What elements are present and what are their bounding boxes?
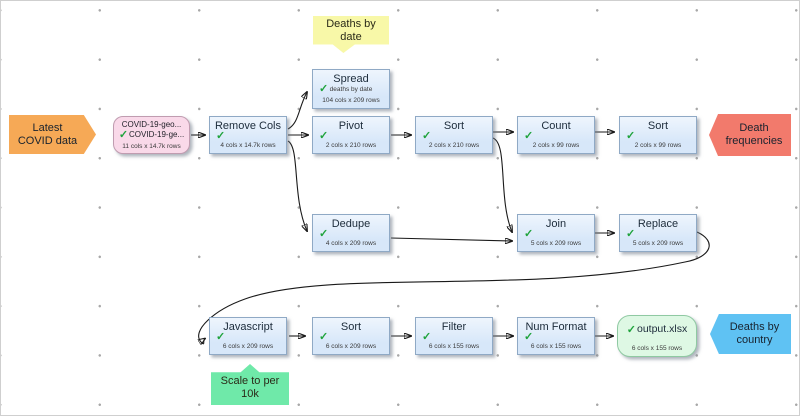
check-icon: ✓	[319, 331, 329, 343]
node-dedupe[interactable]: ✓ Dedupe 4 cols x 209 rows	[312, 214, 390, 252]
node-title: Javascript	[223, 321, 273, 333]
node-title: Sort	[443, 120, 465, 132]
source-file-1: COVID-19-geo...	[121, 120, 182, 129]
node-replace[interactable]: ✓ Replace 5 cols x 209 rows	[619, 214, 697, 252]
node-title: ✓output.xlsx	[626, 323, 688, 336]
node-title: Dedupe	[331, 218, 371, 230]
node-title: Count	[541, 120, 571, 132]
node-stats: 2 cols x 99 rows	[634, 142, 682, 149]
node-count[interactable]: ✓ Count 2 cols x 99 rows	[517, 116, 595, 154]
node-num-format[interactable]: ✓ Num Format 6 cols x 155 rows	[517, 317, 595, 355]
node-title: Remove Cols	[214, 120, 282, 132]
node-sort-2[interactable]: ✓ Sort 2 cols x 99 rows	[619, 116, 697, 154]
node-stats: 6 cols x 155 rows	[631, 345, 683, 352]
note-scale-to-per-10k[interactable]: Scale to per 10k	[211, 364, 289, 405]
check-icon: ✓	[626, 130, 636, 142]
check-icon: ✓	[626, 228, 636, 240]
note-label: Scale to per 10k	[220, 375, 280, 400]
source-file-2: ✓COVID-19-ge...	[118, 129, 185, 140]
check-icon: ✓	[319, 130, 329, 142]
node-filter[interactable]: ✓ Filter 6 cols x 155 rows	[415, 317, 493, 355]
node-stats: 6 cols x 209 rows	[325, 343, 377, 350]
check-icon: ✓	[216, 130, 226, 142]
check-icon: ✓	[524, 130, 534, 142]
check-icon: ✓	[524, 228, 534, 240]
edge-remove-cols-dedupe	[287, 140, 307, 231]
flag-deaths-by-country[interactable]: Deaths by country	[710, 314, 791, 354]
check-icon: ✓	[118, 129, 129, 140]
flag-label: Death frequencies	[725, 122, 783, 147]
node-stats: 6 cols x 209 rows	[222, 343, 274, 350]
node-stats: 5 cols x 209 rows	[632, 240, 684, 247]
node-stats: 11 cols x 14.7k rows	[122, 143, 181, 150]
node-stats: 2 cols x 210 rows	[428, 142, 480, 149]
edge-remove-cols-spread	[287, 92, 307, 130]
node-covid-source[interactable]: COVID-19-geo... ✓COVID-19-ge... 11 cols …	[113, 116, 190, 154]
node-stats: 2 cols x 99 rows	[532, 142, 580, 149]
flag-death-frequencies[interactable]: Death frequencies	[709, 114, 791, 156]
check-icon: ✓	[216, 331, 226, 343]
node-stats: 104 cols x 209 rows	[322, 97, 380, 104]
flag-label: Deaths by country	[729, 321, 780, 346]
node-stats: 5 cols x 209 rows	[530, 240, 582, 247]
node-title: Filter	[441, 321, 467, 333]
node-sort-3[interactable]: ✓ Sort 6 cols x 209 rows	[312, 317, 390, 355]
node-subtitle: deaths by date	[329, 86, 373, 93]
node-output-xlsx[interactable]: ✓output.xlsx 6 cols x 155 rows	[617, 315, 697, 357]
node-spread[interactable]: ✓ Spread deaths by date 104 cols x 209 r…	[312, 69, 390, 109]
node-stats: 6 cols x 155 rows	[530, 343, 582, 350]
check-icon: ✓	[422, 331, 432, 343]
node-title: Pivot	[338, 120, 364, 132]
node-title: Num Format	[525, 321, 587, 333]
node-pivot[interactable]: ✓ Pivot 2 cols x 210 rows	[312, 116, 390, 154]
check-icon: ✓	[626, 324, 636, 336]
flag-latest-covid-data[interactable]: Latest COVID data	[9, 115, 96, 154]
check-icon: ✓	[319, 83, 329, 95]
node-stats: 6 cols x 155 rows	[428, 343, 480, 350]
edge-dedupe-join	[390, 237, 512, 241]
node-title: Sort	[647, 120, 669, 132]
note-label: Deaths by date	[326, 17, 376, 43]
edge-sort-join	[492, 137, 512, 232]
node-stats: 4 cols x 14.7k rows	[220, 142, 276, 149]
check-icon: ✓	[319, 228, 329, 240]
note-deaths-by-date[interactable]: Deaths by date	[313, 16, 389, 53]
check-icon: ✓	[524, 331, 534, 343]
node-javascript[interactable]: ✓ Javascript 6 cols x 209 rows	[209, 317, 287, 355]
node-stats: 2 cols x 210 rows	[325, 142, 377, 149]
node-title: Spread	[333, 73, 369, 85]
check-icon: ✓	[422, 130, 432, 142]
node-title: Replace	[637, 218, 679, 230]
node-title: Join	[545, 218, 567, 230]
node-sort-1[interactable]: ✓ Sort 2 cols x 210 rows	[415, 116, 493, 154]
node-join[interactable]: ✓ Join 5 cols x 209 rows	[517, 214, 595, 252]
node-stats: 4 cols x 209 rows	[325, 240, 377, 247]
flag-label: Latest COVID data	[17, 121, 78, 147]
node-title: Sort	[340, 321, 362, 333]
node-remove-cols[interactable]: ✓ Remove Cols 4 cols x 14.7k rows	[209, 116, 287, 154]
